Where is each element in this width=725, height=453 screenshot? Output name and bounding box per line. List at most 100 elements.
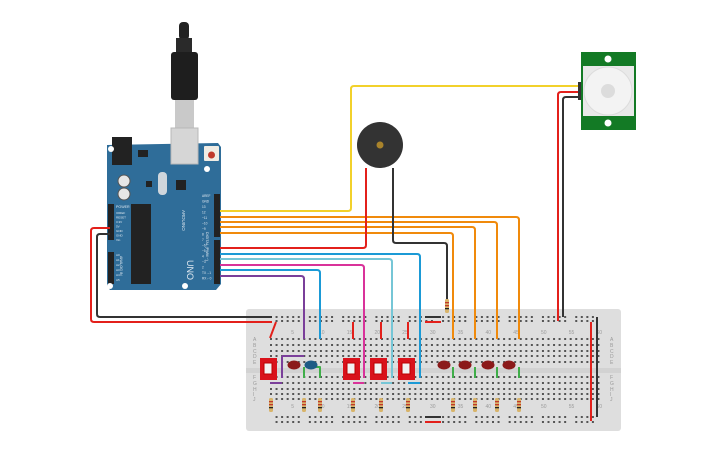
rail-hole[interactable] (331, 316, 334, 318)
rail-hole[interactable] (553, 316, 556, 318)
rail-hole[interactable] (447, 416, 450, 418)
breadboard-hole[interactable] (403, 350, 406, 352)
rail-hole[interactable] (386, 421, 389, 423)
rail-hole[interactable] (381, 416, 383, 418)
breadboard-hole[interactable] (541, 361, 544, 363)
breadboard-hole[interactable] (547, 388, 550, 390)
red-led[interactable] (481, 360, 495, 370)
breadboard-hole[interactable] (375, 393, 378, 395)
breadboard-hole[interactable] (514, 338, 517, 340)
breadboard-hole[interactable] (319, 388, 322, 390)
breadboard-hole[interactable] (591, 393, 594, 395)
breadboard-hole[interactable] (597, 393, 600, 395)
breadboard-hole[interactable] (458, 338, 461, 340)
breadboard-hole[interactable] (530, 338, 533, 340)
breadboard-hole[interactable] (430, 382, 433, 384)
breadboard-hole[interactable] (480, 388, 483, 390)
breadboard-hole[interactable] (569, 376, 572, 378)
breadboard-hole[interactable] (464, 388, 467, 390)
breadboard-hole[interactable] (325, 338, 328, 340)
breadboard-hole[interactable] (453, 388, 456, 390)
rail-hole[interactable] (442, 421, 445, 423)
breadboard-hole[interactable] (553, 376, 556, 378)
breadboard-hole[interactable] (392, 355, 395, 357)
breadboard-hole[interactable] (375, 398, 378, 400)
rail-hole[interactable] (281, 316, 284, 318)
breadboard-hole[interactable] (547, 393, 550, 395)
rail-hole[interactable] (275, 320, 278, 322)
breadboard-hole[interactable] (514, 344, 517, 346)
breadboard-hole[interactable] (419, 388, 422, 390)
breadboard-hole[interactable] (469, 350, 472, 352)
breadboard-hole[interactable] (314, 338, 317, 340)
breadboard-hole[interactable] (486, 388, 489, 390)
rail-hole[interactable] (408, 316, 411, 318)
breadboard-hole[interactable] (553, 355, 556, 357)
rail-hole[interactable] (547, 421, 550, 423)
breadboard-hole[interactable] (519, 382, 522, 384)
rail-hole[interactable] (458, 320, 461, 322)
breadboard-hole[interactable] (275, 398, 278, 400)
rail-hole[interactable] (591, 421, 594, 423)
breadboard-hole[interactable] (325, 382, 328, 384)
breadboard-hole[interactable] (336, 398, 339, 400)
breadboard-hole[interactable] (519, 350, 522, 352)
breadboard-hole[interactable] (547, 361, 550, 363)
breadboard-hole[interactable] (425, 338, 428, 340)
rail-hole[interactable] (297, 421, 300, 423)
rail-hole[interactable] (414, 316, 417, 318)
breadboard-hole[interactable] (297, 344, 300, 346)
wire-purple[interactable] (220, 275, 305, 339)
breadboard-hole[interactable] (325, 388, 328, 390)
rail-hole[interactable] (286, 320, 289, 322)
breadboard-hole[interactable] (436, 350, 439, 352)
rail-hole[interactable] (342, 416, 345, 418)
breadboard-hole[interactable] (375, 344, 378, 346)
breadboard-hole[interactable] (514, 382, 517, 384)
breadboard-hole[interactable] (442, 344, 445, 346)
breadboard-hole[interactable] (480, 393, 483, 395)
breadboard-hole[interactable] (392, 388, 395, 390)
breadboard-hole[interactable] (480, 350, 483, 352)
rail-hole[interactable] (458, 416, 461, 418)
breadboard-hole[interactable] (375, 350, 378, 352)
breadboard-hole[interactable] (597, 376, 600, 378)
breadboard-hole[interactable] (591, 398, 594, 400)
breadboard-hole[interactable] (292, 382, 295, 384)
breadboard-hole[interactable] (558, 398, 561, 400)
wire-orange-3[interactable] (220, 226, 476, 339)
breadboard-hole[interactable] (469, 355, 472, 357)
breadboard-hole[interactable] (458, 388, 461, 390)
rail-hole[interactable] (475, 316, 478, 318)
breadboard-hole[interactable] (486, 355, 489, 357)
rail-hole[interactable] (486, 416, 489, 418)
breadboard-hole[interactable] (308, 350, 311, 352)
breadboard-hole[interactable] (480, 382, 483, 384)
breadboard-hole[interactable] (392, 393, 395, 395)
breadboard-hole[interactable] (286, 338, 289, 340)
wire-yellow-pin12-pir[interactable] (220, 85, 580, 212)
breadboard-hole[interactable] (586, 393, 589, 395)
breadboard-hole[interactable] (580, 344, 583, 346)
breadboard-hole[interactable] (580, 388, 583, 390)
breadboard-hole[interactable] (475, 376, 478, 378)
breadboard-hole[interactable] (480, 398, 483, 400)
breadboard-hole[interactable] (525, 361, 528, 363)
breadboard-hole[interactable] (425, 393, 428, 395)
breadboard-hole[interactable] (469, 393, 472, 395)
breadboard-hole[interactable] (342, 382, 345, 384)
breadboard-hole[interactable] (558, 338, 561, 340)
breadboard-hole[interactable] (575, 344, 578, 346)
breadboard-hole[interactable] (347, 355, 350, 357)
rail-hole[interactable] (525, 416, 528, 418)
rail-hole[interactable] (580, 316, 583, 318)
breadboard-hole[interactable] (503, 382, 506, 384)
rail-hole[interactable] (541, 320, 544, 322)
breadboard-hole[interactable] (447, 398, 450, 400)
breadboard-hole[interactable] (497, 338, 500, 340)
breadboard-hole[interactable] (331, 344, 334, 346)
breadboard-hole[interactable] (580, 376, 583, 378)
breadboard-hole[interactable] (308, 393, 311, 395)
breadboard-hole[interactable] (442, 393, 445, 395)
breadboard-hole[interactable] (514, 393, 517, 395)
